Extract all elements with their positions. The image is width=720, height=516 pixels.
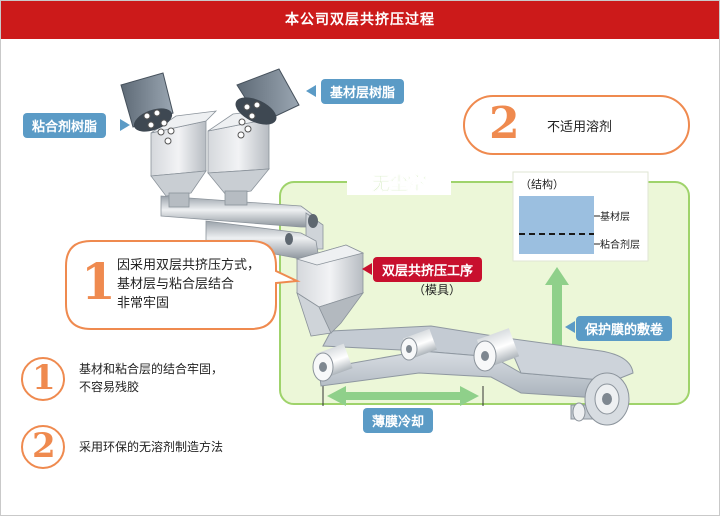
die-label: （模具）	[413, 283, 462, 297]
roller-3	[473, 328, 520, 372]
note-1-text: 基材和粘合层的结合牢固， 不容易残胶	[79, 360, 223, 396]
take-up-roll	[570, 372, 630, 426]
extrusion-die	[295, 244, 365, 337]
cleanroom-title: 无尘室	[372, 173, 426, 195]
sack-substrate	[235, 68, 300, 139]
roller-1	[312, 343, 353, 382]
main-callout-text: 因采用双层共挤压方式， 基材层与粘合层结合 非常牢固	[117, 256, 260, 313]
page-title: 本公司双层共挤压过程	[1, 1, 719, 39]
note-2-text: 采用环保的无溶剂制造方法	[79, 438, 223, 456]
solvent-callout-bubble	[463, 95, 690, 155]
film-cooling-label: 薄膜冷却	[363, 408, 434, 433]
main-callout-line-1: 因采用双层共挤压方式，	[117, 258, 261, 273]
note-2-circle	[21, 425, 65, 469]
structure-panel: （结构） 基材层 粘合剂层	[512, 171, 649, 262]
main-callout-line-2: 基材层与粘合层结合	[117, 277, 235, 292]
adhesive-tag-arrow	[120, 119, 130, 131]
substrate-resin-label: 基材层树脂	[321, 79, 405, 104]
note-1-number: 1	[32, 358, 56, 398]
note-1-line-1: 基材和粘合层的结合牢固，	[79, 362, 224, 376]
structure-layers	[519, 196, 594, 254]
main-callout-number: 1	[81, 252, 116, 311]
structure-layer-top: 基材层	[600, 210, 630, 223]
cooling-double-arrow	[322, 386, 484, 406]
protective-film-roll-label: 保护膜的敷卷	[576, 316, 673, 341]
hopper-adhesive	[150, 110, 218, 208]
roller-2	[400, 328, 437, 361]
note-1-line-2: 不容易残胶	[79, 380, 140, 394]
structure-layer-bottom: 粘合剂层	[600, 238, 640, 251]
note-2-number: 2	[32, 426, 56, 466]
coextrusion-process-label: 双层共挤压工序	[373, 257, 483, 282]
adhesive-resin-label: 粘合剂树脂	[23, 113, 107, 138]
solvent-callout-text: 不适用溶剂	[547, 120, 613, 135]
main-callout-bubble	[65, 240, 301, 330]
structure-title: （结构）	[520, 177, 564, 191]
substrate-tag-arrow	[306, 85, 316, 97]
sack-adhesive	[120, 72, 175, 145]
feed-pipes	[160, 195, 324, 260]
note-1-circle	[21, 357, 65, 401]
process-tag-arrow	[362, 263, 372, 275]
solvent-callout-number: 2	[489, 98, 520, 149]
main-callout-line-3: 非常牢固	[117, 296, 170, 311]
roll-tag-arrow	[565, 321, 575, 333]
arrow-up	[545, 267, 569, 361]
note-2-line-1: 采用环保的无溶剂制造方法	[79, 440, 224, 454]
cleanroom-title-bg	[347, 169, 451, 195]
